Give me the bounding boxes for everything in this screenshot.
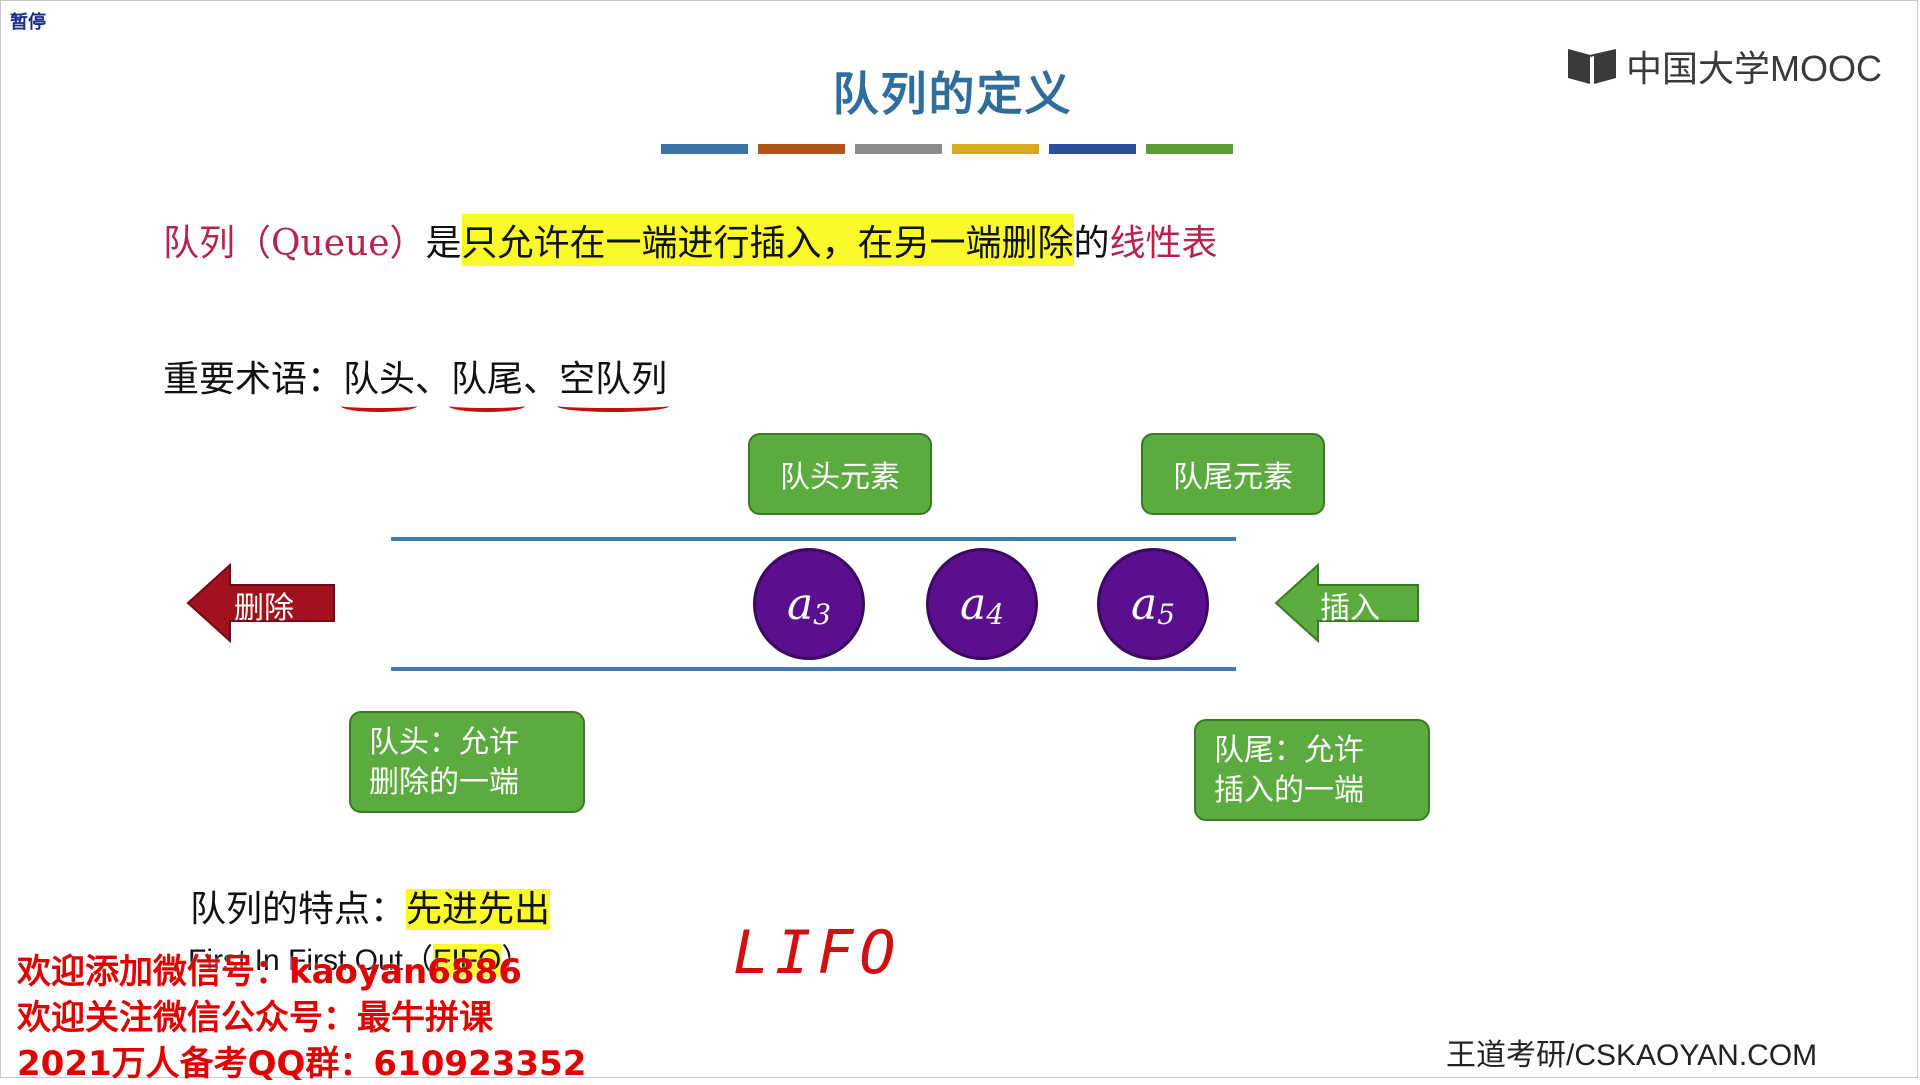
key-terms: 重要术语：队头、队尾、空队列	[163, 350, 667, 402]
color-bar-segment-3	[855, 144, 942, 154]
handwritten-lifo: LIFO	[733, 918, 902, 988]
left-arrow-icon	[1274, 563, 1419, 643]
left-arrow-icon	[186, 563, 335, 643]
fifo-line: First In First Out（FIFO）	[188, 935, 531, 979]
queue-definition: 队列（Queue）是只允许在一端进行插入，在另一端删除的线性表	[163, 214, 1218, 266]
slide-title: 队列的定义	[832, 67, 1073, 121]
terms-prefix: 重要术语：	[163, 359, 344, 400]
queue-feature: 队列的特点：先进先出	[190, 880, 551, 932]
term-tail: 队尾	[451, 359, 524, 400]
definition-term: 队列（Queue）	[163, 223, 426, 264]
mooc-logo: 中国大学MOOC	[1566, 42, 1882, 90]
delete-label: 删除	[234, 591, 294, 626]
head-note-box: 队头：允许 删除的一端	[349, 711, 585, 813]
logo-text: 中国大学MOOC	[1626, 48, 1882, 89]
term-head: 队头	[343, 359, 416, 400]
head-element-label: 队头元素	[780, 460, 900, 495]
head-note-callout: 队头：允许 删除的一端	[349, 683, 585, 813]
head-note-line-2: 删除的一端	[369, 765, 519, 800]
head-element-box: 队头元素	[748, 433, 932, 515]
element-letter: a	[786, 578, 814, 630]
head-note-line-1: 队头：允许	[369, 725, 519, 760]
feature-prefix: 队列的特点：	[190, 889, 407, 930]
footer-brand: 王道考研/CSKAOYAN.COM	[1446, 1039, 1818, 1072]
watermark-wechat-id: 欢迎添加微信号：kaoyan6886	[17, 952, 522, 992]
insert-label: 插入	[1320, 591, 1380, 626]
tail-element-callout: 队尾元素	[1141, 433, 1325, 515]
terms-sep-1: 、	[415, 359, 452, 400]
color-bar-segment-2	[758, 144, 845, 154]
color-bar-segment-4	[952, 144, 1039, 154]
fifo-close: ）	[501, 944, 532, 977]
element-subscript: 4	[986, 597, 1005, 631]
term-empty-queue: 空队列	[559, 359, 668, 400]
tail-note-line-2: 插入的一端	[1214, 773, 1364, 808]
definition-linear-list: 线性表	[1109, 223, 1218, 264]
queue-bottom-rail	[391, 667, 1236, 671]
tail-element-box: 队尾元素	[1141, 433, 1325, 515]
book-icon	[1567, 49, 1617, 84]
element-subscript: 3	[813, 597, 832, 631]
insert-arrow: 插入	[1274, 563, 1420, 643]
definition-of: 的	[1073, 223, 1110, 264]
feature-highlight: 先进先出	[406, 889, 551, 930]
tail-element-label: 队尾元素	[1173, 460, 1293, 495]
pause-label[interactable]: 暂停	[10, 12, 46, 33]
tail-note-box: 队尾：允许 插入的一端	[1194, 719, 1430, 821]
queue-top-rail	[391, 537, 1236, 541]
watermark-wechat-account: 欢迎关注微信公众号：最牛拼课	[17, 998, 493, 1038]
head-element-callout: 队头元素	[748, 433, 932, 515]
element-letter: a	[959, 578, 987, 630]
delete-arrow: 删除	[186, 563, 336, 643]
tail-note-line-1: 队尾：允许	[1214, 733, 1364, 768]
fifo-english: First In First Out（	[188, 944, 434, 977]
fifo-abbr: FIFO	[433, 944, 502, 977]
title-color-bar	[661, 144, 1233, 154]
terms-sep-2: 、	[523, 359, 560, 400]
definition-is: 是	[425, 223, 462, 264]
definition-highlight: 只允许在一端进行插入，在另一端删除	[461, 214, 1074, 266]
element-letter: a	[1130, 578, 1158, 630]
watermark-qq-group: 2021万人备考QQ群：610923352	[17, 1044, 587, 1084]
color-bar-segment-6	[1146, 144, 1233, 154]
tail-note-callout: 队尾：允许 插入的一端	[1194, 683, 1430, 821]
color-bar-segment-1	[661, 144, 748, 154]
color-bar-segment-5	[1049, 144, 1136, 154]
element-subscript: 5	[1157, 597, 1176, 631]
